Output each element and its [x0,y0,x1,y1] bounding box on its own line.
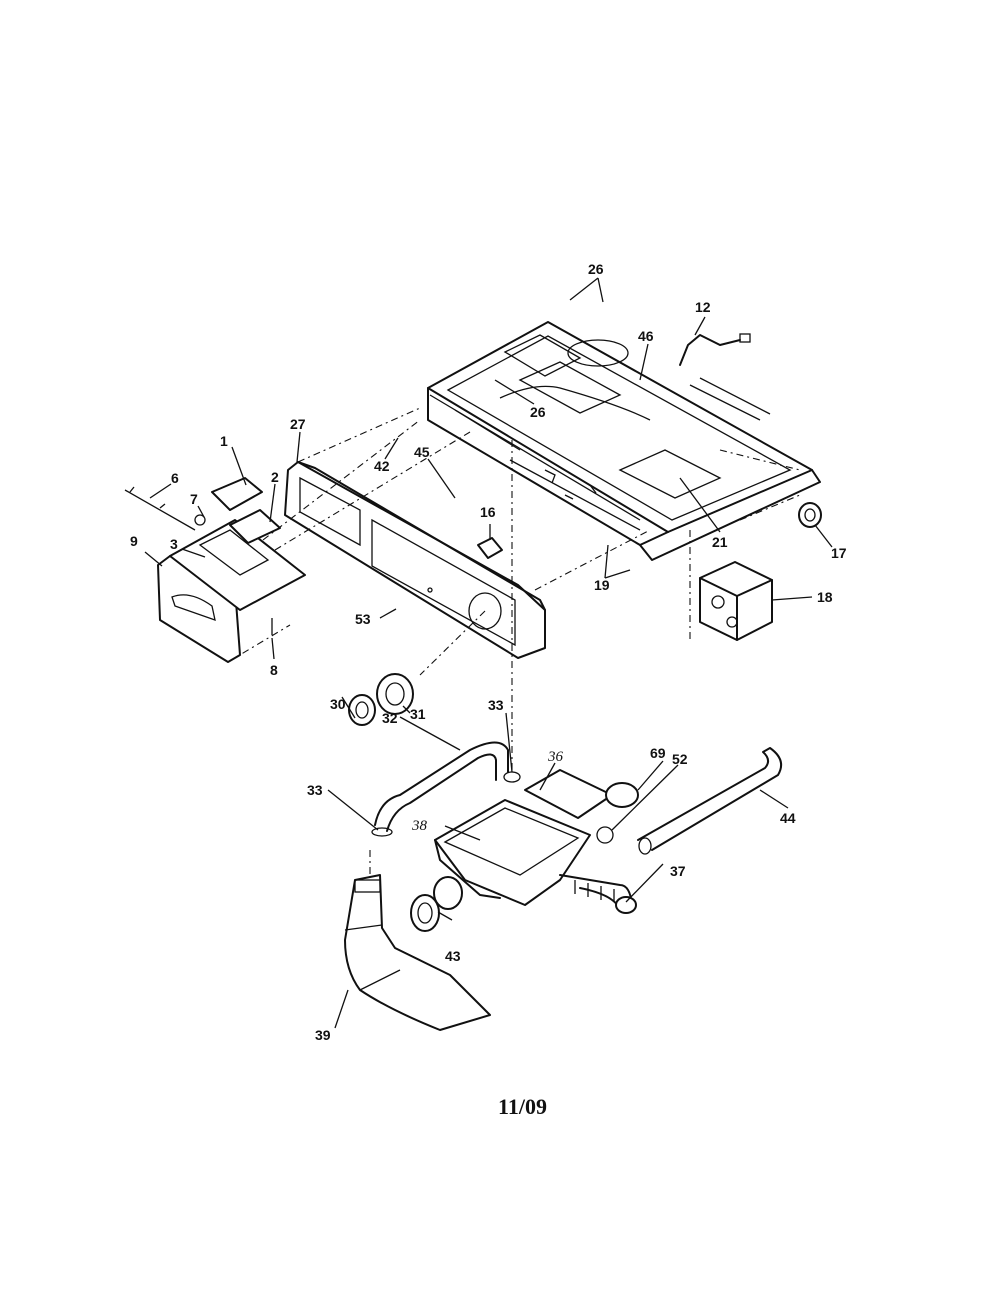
hoses [371,741,783,855]
small-parts [477,333,822,641]
callout-9: 9 [130,533,138,549]
callout-31: 31 [410,706,426,722]
top-frame-part-46 [427,321,821,561]
control-panel-part-27 [284,461,546,659]
callout-45: 45 [414,444,430,460]
callout-36: 36 [547,749,564,765]
callout-16: 16 [480,504,496,520]
callout-19: 19 [594,577,610,593]
callout-44: 44 [780,810,796,826]
callout-30: 30 [330,696,346,712]
callout-42: 42 [374,458,390,474]
callout-3: 3 [170,536,178,552]
callout-12: 12 [695,299,711,315]
dispenser-drawer-assembly [124,477,306,663]
alignment-lines [227,407,801,875]
callout-33-lower: 33 [307,782,323,798]
callout-38: 38 [411,818,428,834]
callout-26-frame: 26 [530,404,546,420]
pump-housing-assembly [410,769,639,932]
callout-27: 27 [290,416,306,432]
knob-parts-30-31 [348,673,414,726]
callout-39: 39 [315,1027,331,1043]
callout-33-upper: 33 [488,697,504,713]
callout-7: 7 [190,491,198,507]
callout-6: 6 [171,470,179,486]
callout-2: 2 [271,469,279,485]
leader-lines [144,277,833,1029]
callout-46: 46 [638,328,654,344]
callout-8: 8 [270,662,278,678]
callout-53: 53 [355,611,371,627]
drain-duct-part-39 [344,874,491,1031]
revision-date: 11/09 [498,1094,547,1119]
callout-1: 1 [220,433,228,449]
callout-43: 43 [445,948,461,964]
callout-69: 69 [650,745,666,761]
callout-labels: 1 2 3 6 7 8 9 12 16 17 18 19 21 26 26 27… [130,261,847,1043]
callout-52: 52 [672,751,688,767]
callout-21: 21 [712,534,728,550]
callout-32: 32 [382,710,398,726]
callout-37: 37 [670,863,686,879]
callout-18: 18 [817,589,833,605]
callout-26-top: 26 [588,261,604,277]
callout-17: 17 [831,545,847,561]
